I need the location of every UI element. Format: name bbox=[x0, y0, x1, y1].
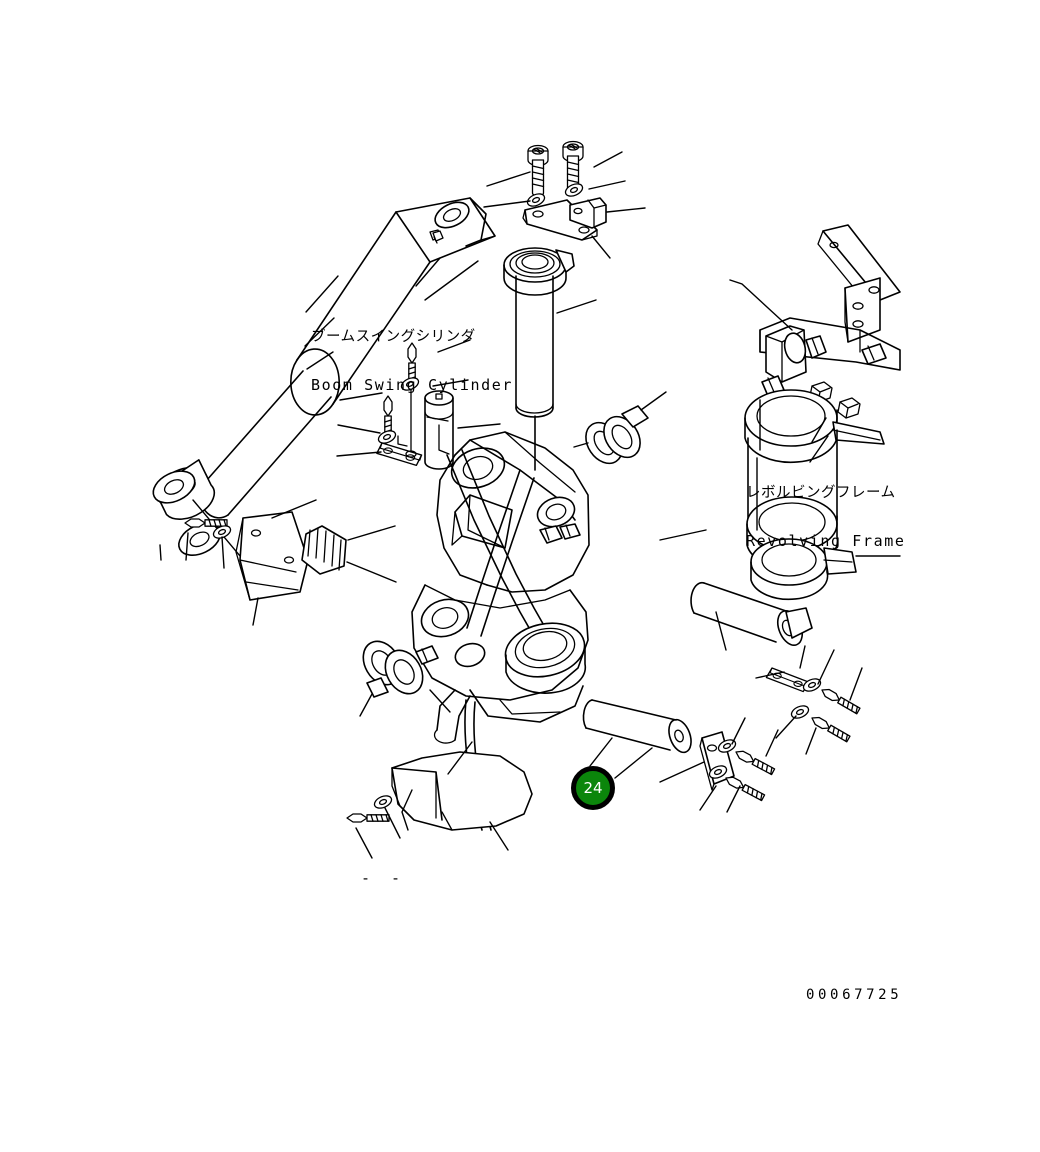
leaders-callout-24-hardware bbox=[699, 717, 779, 813]
top-retaining-plate bbox=[522, 199, 598, 241]
revolving-frame bbox=[659, 224, 901, 601]
label-revolving-frame-jp: レボルビングフレーム bbox=[746, 484, 896, 501]
leaders-right-hardware bbox=[755, 645, 863, 755]
right-washer-upper bbox=[800, 675, 824, 695]
leader-bottom-cover-bolt bbox=[355, 827, 373, 859]
leader-bottom-cover-washer bbox=[384, 807, 401, 839]
lower-swing-pin bbox=[690, 581, 813, 651]
leader-callout-24 bbox=[614, 747, 653, 779]
mid-retaining-plate bbox=[376, 442, 423, 467]
top-stop-block bbox=[569, 197, 607, 229]
callout-balloon-24[interactable]: 24 bbox=[571, 766, 615, 810]
mid-hardware-cluster bbox=[336, 339, 501, 470]
cylinder-rod-shim-washer bbox=[152, 470, 196, 504]
grease-pin bbox=[424, 390, 454, 470]
bottom-cover-plate bbox=[391, 741, 533, 851]
label-revolving-frame: レボルビングフレーム Revolving Frame bbox=[746, 452, 905, 584]
right-washer-lower bbox=[788, 702, 812, 722]
bottom-cover-bolt bbox=[346, 813, 390, 823]
top-socket-bolt-left bbox=[527, 144, 549, 197]
callout-24-pin bbox=[582, 699, 692, 767]
hose-clamp-spring bbox=[301, 525, 397, 583]
mid-washer-lower bbox=[375, 427, 399, 447]
top-washer-right bbox=[562, 180, 586, 200]
leader-left-guard-washer bbox=[221, 536, 225, 569]
label-boom-swing-cylinder-en: Boom Swing Cylinder bbox=[311, 376, 513, 395]
left-guard-bracket bbox=[235, 499, 317, 626]
leaders-labels bbox=[305, 257, 827, 451]
stray-dash-marks: - - bbox=[361, 869, 407, 887]
right-bolt-upper bbox=[819, 685, 862, 716]
upper-swing-pin bbox=[503, 247, 597, 471]
label-revolving-frame-en: Revolving Frame bbox=[746, 532, 906, 551]
top-hardware-cluster bbox=[483, 140, 646, 259]
callout-balloon-24-number: 24 bbox=[583, 779, 603, 797]
bracket-bushing-pair bbox=[573, 391, 667, 465]
left-guard-bolt bbox=[184, 518, 228, 528]
bottom-cover-washer bbox=[371, 792, 395, 812]
drawing-number: 00067725 bbox=[806, 987, 903, 1003]
bracket-shim-pair bbox=[359, 640, 451, 717]
leader-left-guard-bolt bbox=[185, 532, 189, 561]
label-boom-swing-cylinder-jp: ブームスイングシリンダ bbox=[311, 328, 476, 345]
label-boom-swing-cylinder: ブームスイングシリンダ Boom Swing Cylinder bbox=[311, 296, 513, 428]
